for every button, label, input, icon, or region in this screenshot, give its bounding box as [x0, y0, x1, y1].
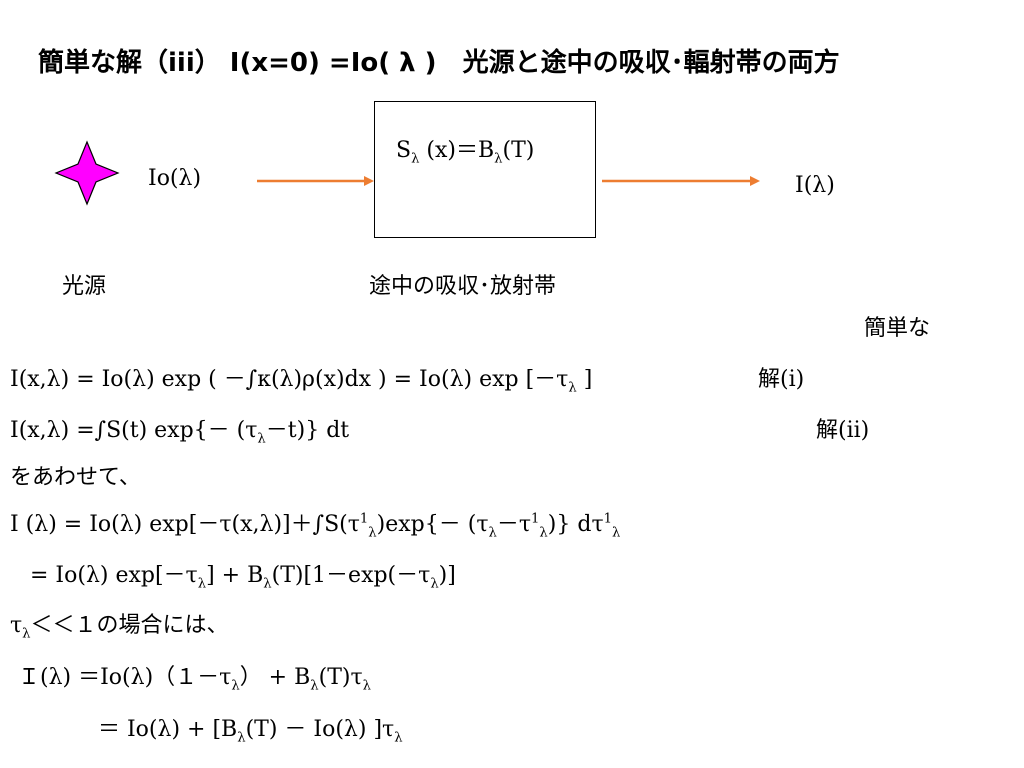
absorption-band-caption: 途中の吸収･放射帯 — [369, 274, 557, 299]
simple-label: 簡単な — [864, 316, 931, 341]
light-source-star-icon — [54, 140, 120, 206]
solution-i-label: 解(i) — [758, 367, 805, 392]
output-intensity-label: I(λ) — [795, 173, 835, 198]
absorption-band-box — [374, 101, 596, 238]
input-arrow — [257, 176, 374, 186]
equation-5: τλ＜＜１の場合には、 — [10, 613, 229, 642]
equation-3: I (λ) = Io(λ) exp[－τ(x,λ)]＋∫S(τ1λ)exp{－ … — [10, 511, 621, 541]
equation-6: Ｉ(λ) ＝Io(λ)（１－τλ） + Bλ(T)τλ — [18, 665, 372, 694]
input-intensity-label: Io(λ) — [148, 166, 202, 191]
equation-2: I(x,λ) =∫S(t) exp{－ (τλ－t)} dt — [10, 418, 350, 447]
combine-text: をあわせて、 — [10, 465, 141, 490]
solution-ii-label: 解(ii) — [816, 418, 870, 443]
equation-4: = Io(λ) exp[－τλ] + Bλ(T)[1－exp(－τλ)] — [30, 563, 456, 592]
page-title: 簡単な解（iii） I(x=0) =Io( λ ) 光源と途中の吸収･輻射帯の両… — [38, 48, 840, 78]
light-source-caption: 光源 — [62, 274, 107, 299]
box-equation: Sλ (x)＝Bλ(T) — [396, 138, 535, 167]
equation-7: ＝ Io(λ) + [Bλ(T) － Io(λ) ]τλ — [98, 717, 403, 746]
equation-1: I(x,λ) = Io(λ) exp ( －∫κ(λ)ρ(x)dx ) = Io… — [10, 367, 593, 396]
output-arrow — [602, 176, 760, 186]
